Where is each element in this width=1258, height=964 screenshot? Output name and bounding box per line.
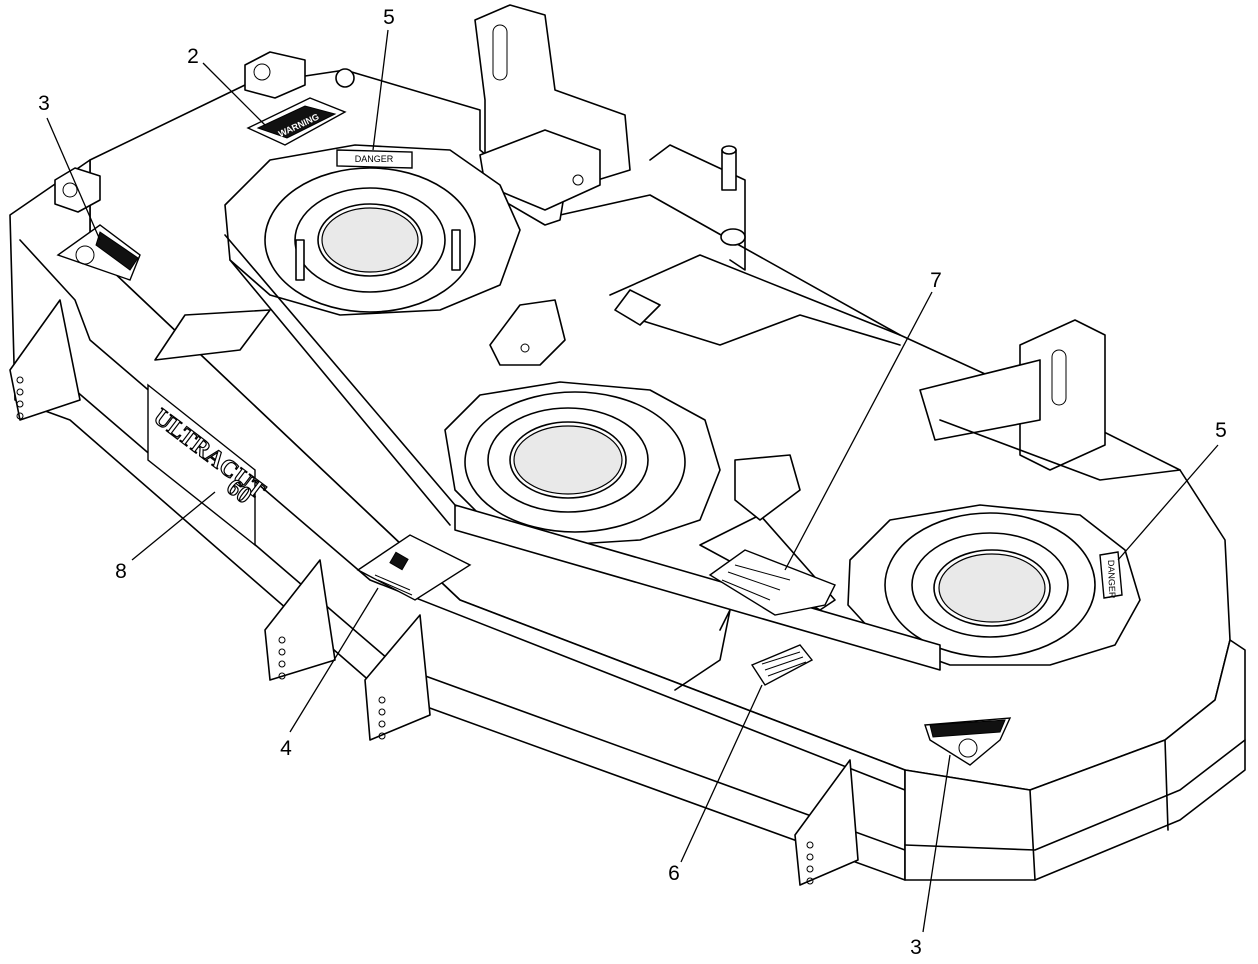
callout-5-top: 5 xyxy=(383,6,395,29)
decal-danger-front-right xyxy=(924,717,1012,766)
callout-labels: 2 5 3 7 5 8 4 6 3 xyxy=(38,6,1227,959)
deck-ribs xyxy=(154,234,901,691)
center-spindle xyxy=(444,381,721,546)
decal-info-front-center xyxy=(750,644,814,686)
callout-8: 8 xyxy=(115,560,127,583)
right-spindle xyxy=(847,504,1141,666)
rear-right-bracket xyxy=(919,319,1181,481)
callout-4: 4 xyxy=(280,737,292,760)
rear-left-bracket xyxy=(54,51,355,213)
callout-3-left: 3 xyxy=(38,92,50,115)
callout-7: 7 xyxy=(930,269,942,292)
decal-danger-left-spindle: DANGER xyxy=(336,149,413,169)
decal-danger-right-spindle: DANGER xyxy=(1099,551,1123,599)
callout-leaders xyxy=(46,29,1219,933)
front-brackets xyxy=(9,299,859,886)
callout-5-right: 5 xyxy=(1215,419,1227,442)
callout-2: 2 xyxy=(187,45,199,68)
decal-instruction-front xyxy=(356,534,472,601)
callout-3-bottom: 3 xyxy=(910,936,922,959)
decal-height-chart xyxy=(708,549,836,616)
decal-danger-rear-left xyxy=(56,224,141,281)
callout-6: 6 xyxy=(668,862,680,885)
left-spindle xyxy=(224,144,521,316)
danger-decal-text-left: DANGER xyxy=(355,154,394,164)
danger-decal-text-right: DANGER xyxy=(1106,560,1117,599)
rear-center-bracket xyxy=(474,4,746,271)
